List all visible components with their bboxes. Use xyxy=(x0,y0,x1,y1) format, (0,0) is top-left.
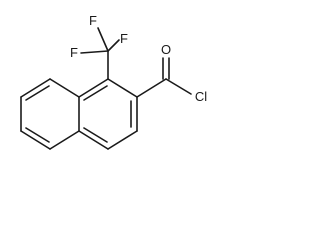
bond-carbonyl-cl xyxy=(165,78,192,95)
atom-label-f-top-right: F xyxy=(120,31,128,46)
bond-ring-c4-c4a-inner xyxy=(83,127,108,143)
bond-ring-c3-c4 xyxy=(107,130,138,150)
bond-ring-c8a-c1 xyxy=(78,78,109,98)
bond-ring-c1-c2 xyxy=(107,78,138,98)
bond-c2-carbonyl xyxy=(136,78,167,98)
bond-ring-c8a-c8 xyxy=(49,78,80,98)
bond-ring-c8-c7 xyxy=(20,78,51,98)
bond-cf3-f-left xyxy=(80,50,109,54)
atom-label-f-left: F xyxy=(70,45,78,60)
bond-ring-c8a-c1-inner xyxy=(83,85,108,101)
bond-ring-c8-c7-inner xyxy=(25,85,50,101)
bond-ring-c6-c5 xyxy=(20,130,51,150)
atom-label-oxygen: O xyxy=(161,42,171,57)
bond-ring-c5-c4a xyxy=(49,130,80,150)
bond-ring-c4-c4a xyxy=(78,130,109,150)
bond-ring-c6-c5-inner xyxy=(25,127,50,143)
bond-cf3-f-top-right xyxy=(107,39,120,52)
atom-label-f-top-left: F xyxy=(89,13,97,28)
atom-label-chlorine: Cl xyxy=(195,89,207,104)
bond-cf3-f-top-left xyxy=(97,27,109,52)
chemical-structure-diagram: F F F O Cl xyxy=(20,13,207,150)
